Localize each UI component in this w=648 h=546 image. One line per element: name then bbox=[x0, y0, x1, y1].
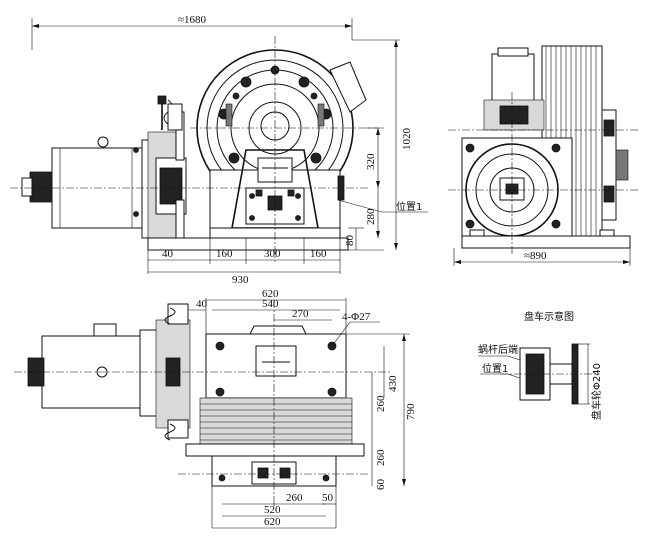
dim-top-40: 40 bbox=[196, 298, 208, 310]
dim-bottom-260: 260 bbox=[286, 492, 303, 504]
dim-total-width: ≈1680 bbox=[178, 14, 207, 26]
dim-height-base: 80 bbox=[344, 235, 356, 247]
dim-base-160-left: 160 bbox=[216, 248, 233, 260]
top-view: 620 540 40 270 4-Φ27 790 430 260 260 60 … bbox=[14, 288, 417, 529]
dim-top-260-a: 260 bbox=[375, 395, 387, 412]
dim-top-260-b: 260 bbox=[375, 449, 387, 466]
dim-base-930: 930 bbox=[232, 274, 249, 286]
hole-spec: 4-Φ27 bbox=[342, 311, 371, 323]
turning-diagram-title: 盘车示意图 bbox=[524, 310, 574, 323]
dim-left-40: 40 bbox=[162, 248, 174, 260]
label-handwheel: 盘车轮Φ240 bbox=[590, 363, 603, 420]
dim-bottom-520: 520 bbox=[264, 504, 281, 516]
dim-top-540: 540 bbox=[262, 298, 279, 310]
turning-diagram: 盘车示意图 蜗杆后端 位置1 盘车轮Φ240 bbox=[478, 310, 603, 420]
dim-top-430: 430 bbox=[387, 375, 399, 392]
label-worm-end: 蜗杆后端 bbox=[478, 343, 518, 356]
front-view: ≈1680 bbox=[10, 14, 428, 286]
side-view: ≈890 bbox=[448, 45, 640, 266]
dim-top-60: 60 bbox=[375, 479, 387, 491]
label-turning-position-1: 位置1 bbox=[482, 362, 508, 375]
dim-bottom-50: 50 bbox=[322, 492, 334, 504]
label-position-1: 位置1 bbox=[396, 200, 422, 213]
dim-side-width: ≈890 bbox=[524, 250, 547, 262]
dim-top-790: 790 bbox=[405, 403, 417, 420]
dim-top-620: 620 bbox=[262, 288, 279, 300]
dim-top-270: 270 bbox=[292, 308, 309, 320]
dim-base-160-right: 160 bbox=[310, 248, 327, 260]
dim-base-300: 300 bbox=[264, 248, 281, 260]
dim-height-total: 1020 bbox=[401, 128, 413, 151]
dim-bottom-620: 620 bbox=[264, 516, 281, 528]
dim-height-mid: 280 bbox=[365, 208, 377, 225]
dim-height-upper: 320 bbox=[365, 153, 377, 170]
